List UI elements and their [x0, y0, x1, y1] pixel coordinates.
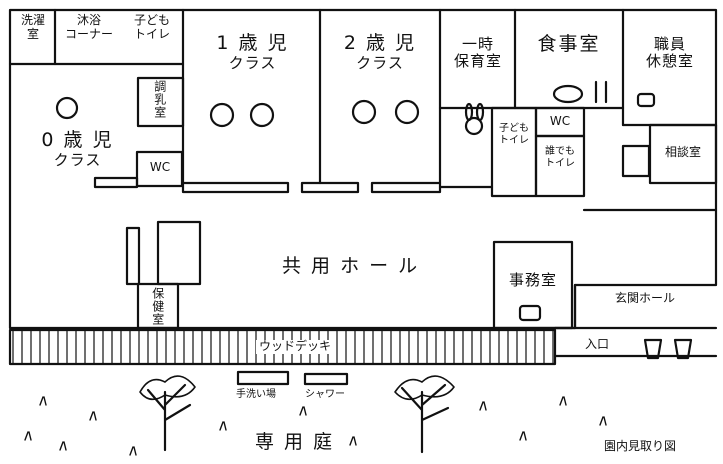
shower-corner-label: 沐浴コーナー [64, 13, 113, 41]
entrance-hall-label: 玄関ホール [614, 291, 675, 305]
wc-left-label: WC [149, 160, 171, 174]
class-2-label: 2 歳 児クラス [343, 32, 417, 72]
accessible-toilet-label: 誰でもトイレ [545, 146, 575, 169]
laundry-label: 洗濯室 [20, 13, 45, 41]
handwash-area-label: 手洗い場 [236, 389, 276, 400]
kitchen-label: 食事室 [537, 33, 601, 55]
private-garden-label: 専 用 庭 [255, 431, 335, 453]
formula-room-label: 調乳室 [152, 80, 167, 119]
shower-label: シャワー [305, 389, 345, 400]
staff-room-label: 職員休憩室 [645, 35, 694, 71]
consult-room-label: 相談室 [664, 145, 701, 159]
kids-toilet-mid-label: 子どもトイレ [499, 123, 529, 146]
common-hall-label: 共 用 ホ ー ル [282, 255, 420, 277]
class-0-label: 0 歳 児クラス [41, 129, 114, 169]
kids-toilet-top-label: 子どもトイレ [133, 13, 170, 41]
entrance-label: 入口 [585, 337, 610, 351]
office-label: 事務室 [508, 271, 557, 289]
diagram-caption: 園内見取り図 [604, 439, 677, 453]
wc-right-label: WC [549, 114, 571, 128]
health-room-label: 保健室 [150, 287, 165, 326]
temp-care-room-label: 一時保育室 [453, 35, 502, 71]
class-1-label: 1 歳 児クラス [216, 32, 289, 72]
wood-deck-label: ウッドデッキ [256, 339, 335, 354]
